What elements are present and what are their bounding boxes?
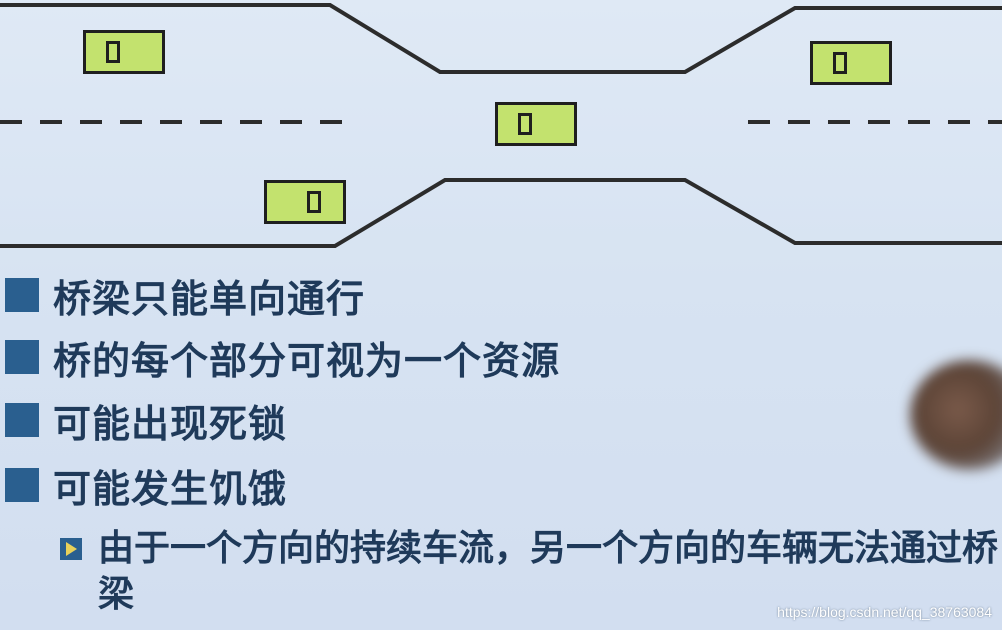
sub-bullet-arrow-icon [60, 538, 82, 560]
road-bridge-diagram [0, 3, 1002, 248]
bullet-square-icon [5, 278, 39, 312]
car-middle-bridge [495, 102, 577, 146]
car-window [518, 113, 532, 135]
car-window [833, 52, 847, 74]
car-top-right [810, 41, 892, 85]
bullet-item: 桥的每个部分可视为一个资源 [5, 330, 560, 384]
car-window [106, 41, 120, 63]
bullet-text: 桥的每个部分可视为一个资源 [53, 338, 561, 383]
car-bottom-left [264, 180, 346, 224]
bullet-item: 可能发生饥饿 [5, 458, 287, 512]
sub-bullet-text: 由于一个方向的持续车流，另一个方向的车辆无法通过桥梁 [98, 528, 999, 615]
sub-bullet-item: 由于一个方向的持续车流，另一个方向的车辆无法通过桥梁 [60, 526, 998, 618]
bullet-square-icon [5, 403, 39, 437]
presenter-hand-blur [910, 360, 1002, 470]
bullet-text: 可能发生饥饿 [53, 466, 288, 511]
bullet-square-icon [5, 468, 39, 502]
road-bottom-edge [0, 178, 1002, 248]
car-window [307, 191, 321, 213]
car-top-left [83, 30, 165, 74]
bullet-text: 桥梁只能单向通行 [53, 276, 366, 321]
bullet-square-icon [5, 340, 39, 374]
bullet-item: 可能出现死锁 [5, 393, 287, 447]
watermark-text: https://blog.csdn.net/qq_38763084 [777, 604, 992, 620]
bullet-item: 桥梁只能单向通行 [5, 268, 365, 322]
bullet-text: 可能出现死锁 [53, 401, 288, 446]
road-top-edge [0, 3, 1002, 74]
